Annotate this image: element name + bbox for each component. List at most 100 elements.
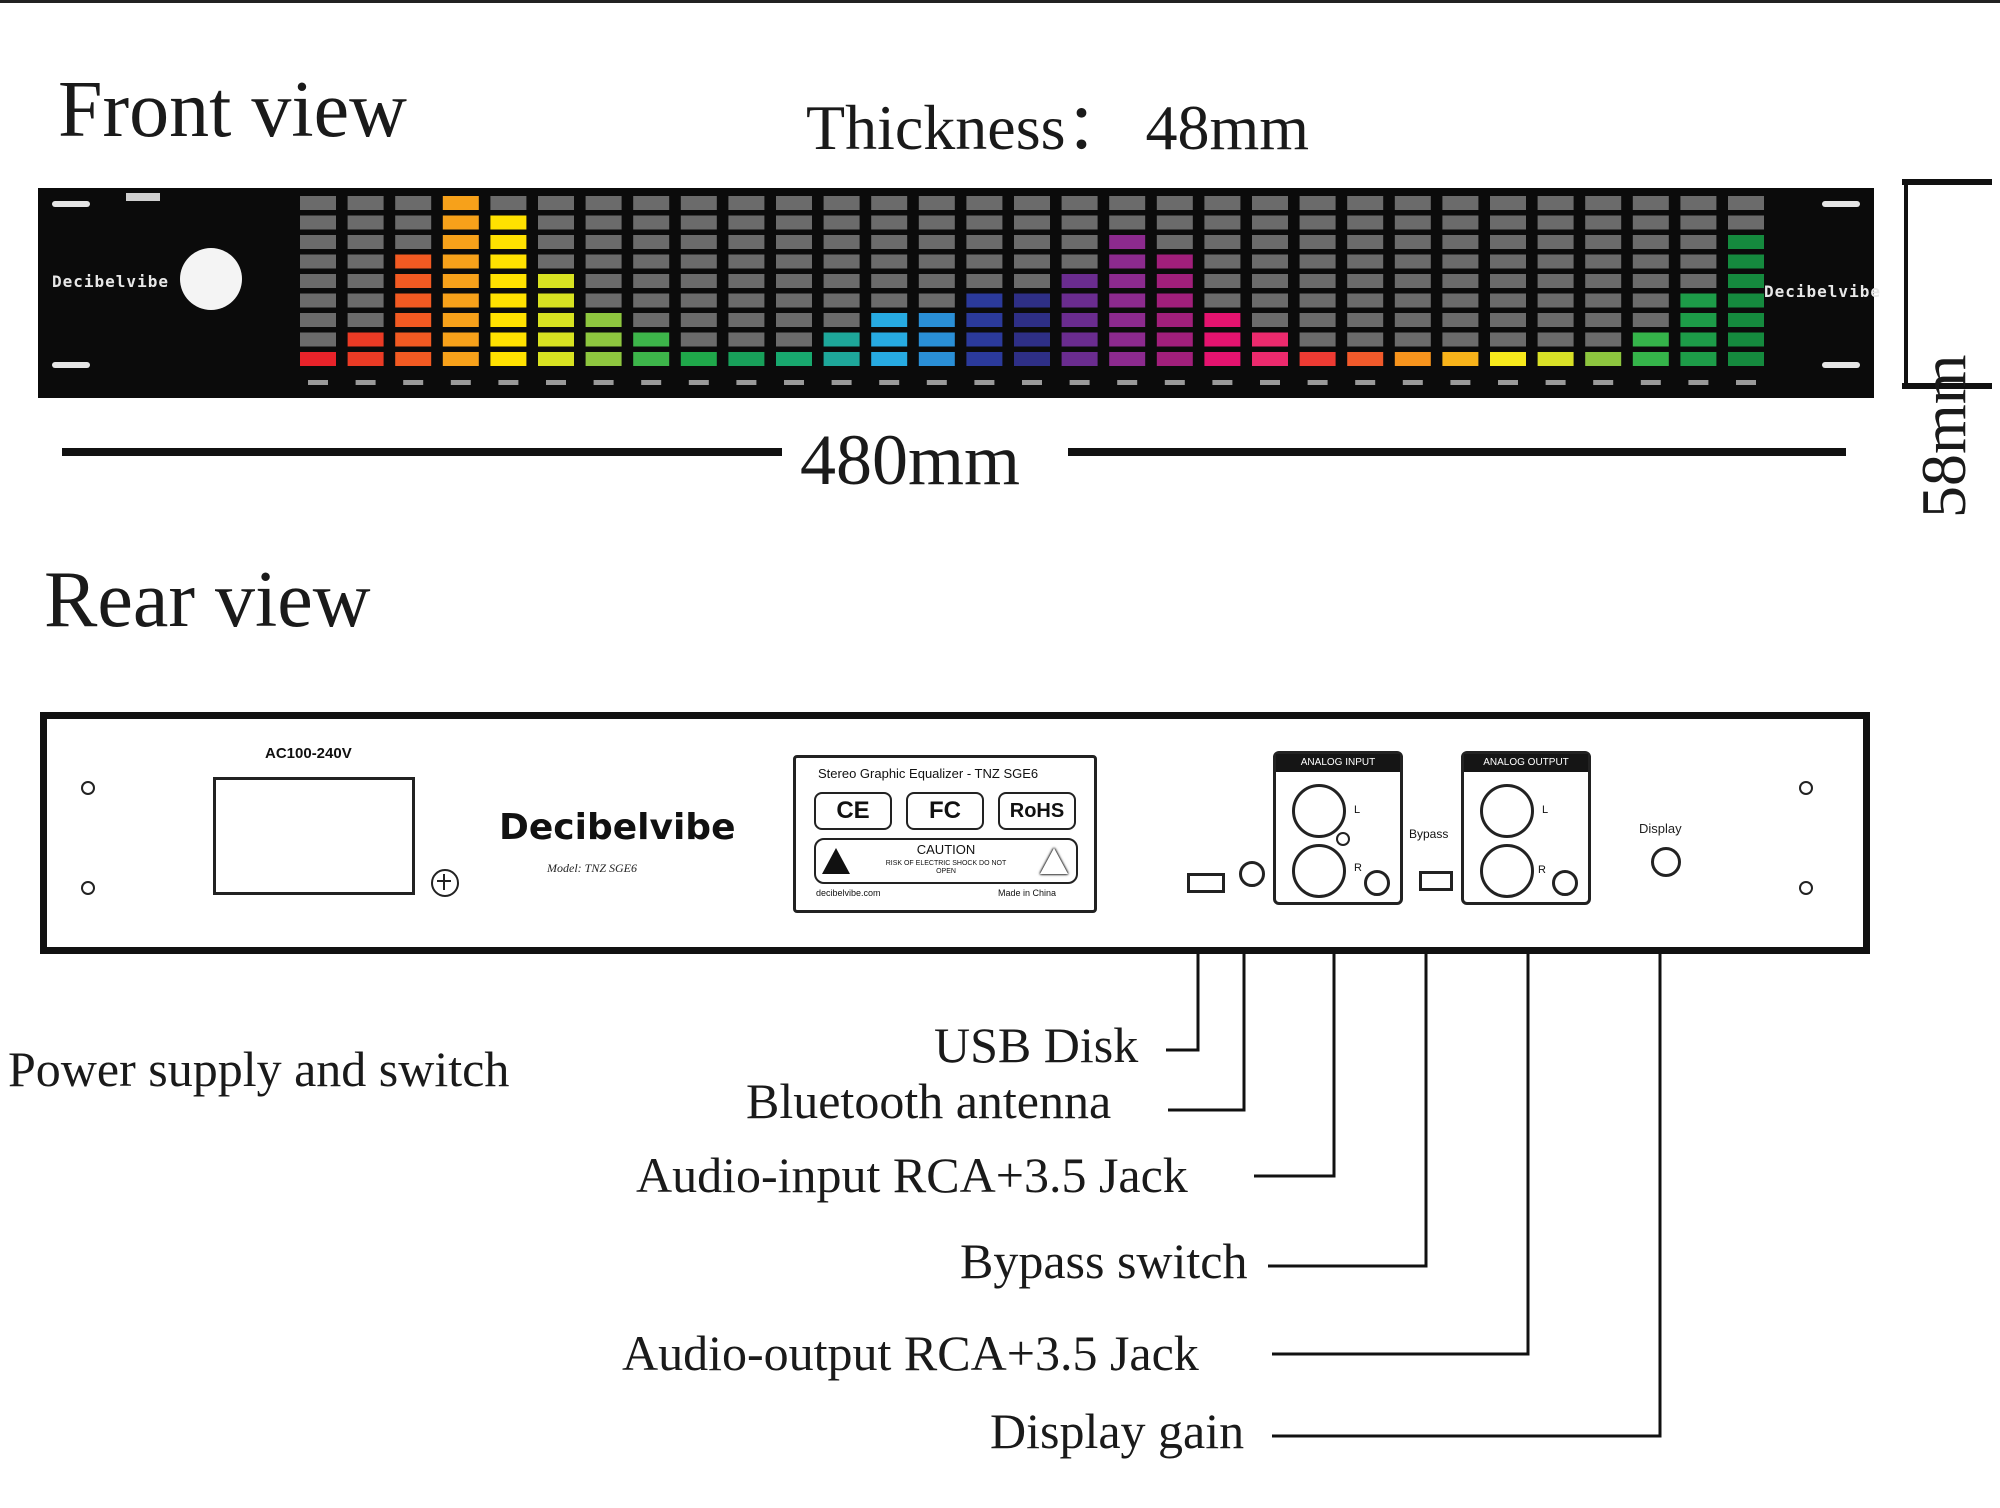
display-gain-knob[interactable] (1651, 847, 1681, 877)
eq-segment (728, 293, 765, 308)
eq-segment (1109, 196, 1146, 210)
eq-segment (776, 254, 812, 269)
eq-band-tick (1022, 380, 1042, 385)
eq-segment (1204, 293, 1241, 308)
leader-display (1272, 880, 1662, 1438)
eq-segment (1394, 196, 1431, 210)
eq-segment (918, 332, 955, 347)
eq-segment (871, 196, 908, 210)
ce-mark-icon: CE (814, 792, 892, 830)
eq-segment (680, 254, 717, 269)
eq-segment (871, 274, 908, 288)
eq-segment (1442, 235, 1479, 249)
eq-segment (1490, 215, 1526, 230)
eq-segment (1394, 313, 1431, 327)
eq-segment (1299, 196, 1336, 210)
eq-segment (1109, 293, 1146, 308)
eq-segment (1014, 196, 1050, 210)
eq-segment (1204, 196, 1241, 210)
eq-segment (1585, 293, 1622, 308)
eq-segment (823, 215, 860, 230)
rohs-mark-icon: RoHS (998, 792, 1076, 830)
eq-segment (680, 235, 717, 249)
eq-segment (1632, 293, 1669, 308)
thickness-label: Thickness： 48mm (806, 92, 1310, 163)
eq-segment (633, 274, 670, 288)
eq-segment (442, 313, 479, 327)
eq-segment (823, 332, 860, 347)
eq-segment (728, 313, 765, 327)
eq-segment (1728, 196, 1764, 210)
eq-segment (1585, 235, 1622, 249)
eq-segment (871, 352, 908, 366)
eq-segment (1442, 254, 1479, 269)
leader-bypass (1268, 884, 1428, 1268)
eq-segment (1347, 196, 1384, 210)
eq-segment (490, 215, 527, 230)
rca-output-right[interactable] (1480, 844, 1534, 898)
eq-segment (1537, 254, 1574, 269)
eq-segment (1728, 332, 1764, 347)
eq-band-tick (355, 380, 376, 385)
eq-segment (823, 352, 860, 366)
analog-input-label: ANALOG INPUT (1276, 754, 1400, 772)
eq-segment (633, 352, 670, 366)
usb-port[interactable] (1187, 873, 1225, 893)
eq-segment (490, 235, 527, 249)
eq-segment (1585, 215, 1622, 230)
eq-segment (1061, 293, 1098, 308)
eq-segment (347, 332, 384, 347)
eq-segment (538, 313, 574, 327)
eq-segment (1394, 293, 1431, 308)
eq-segment (1585, 332, 1622, 347)
eq-segment (1347, 293, 1384, 308)
eq-segment (1204, 352, 1241, 366)
output-left-channel-label: L (1542, 804, 1549, 816)
eq-segment (490, 332, 527, 347)
eq-segment (395, 254, 432, 269)
rca-input-left[interactable] (1292, 784, 1346, 838)
eq-segment (442, 254, 479, 269)
eq-segment (490, 352, 527, 366)
rca-input-right[interactable] (1292, 844, 1346, 898)
eq-segment (728, 196, 765, 210)
power-inlet-switch[interactable] (213, 777, 415, 895)
rca-output-left[interactable] (1480, 784, 1534, 838)
bypass-switch[interactable] (1419, 871, 1453, 891)
eq-segment (1490, 352, 1526, 366)
eq-segment (1061, 332, 1098, 347)
eq-segment (585, 274, 622, 288)
eq-segment (680, 293, 717, 308)
bluetooth-antenna-jack[interactable] (1239, 861, 1265, 887)
cert-site: decibelvibe.com (816, 888, 881, 898)
eq-segment (1252, 313, 1288, 327)
eq-segment (1014, 293, 1050, 308)
eq-band-tick (1117, 380, 1138, 385)
eq-band-tick (1450, 380, 1471, 385)
eq-band-tick (974, 380, 995, 385)
volume-knob[interactable] (180, 248, 242, 310)
aux-input-3-5-jack[interactable] (1364, 870, 1390, 896)
eq-segment (1680, 215, 1717, 230)
eq-segment (1537, 215, 1574, 230)
eq-segment (1109, 254, 1146, 269)
eq-segment (585, 196, 622, 210)
eq-segment (1680, 352, 1717, 366)
screw-top-left (81, 781, 95, 795)
eq-band-tick (688, 380, 709, 385)
eq-segment (1394, 235, 1431, 249)
warning-icon-right (1040, 848, 1068, 874)
eq-segment (300, 313, 336, 327)
aux-output-3-5-jack[interactable] (1552, 870, 1578, 896)
eq-segment (300, 254, 336, 269)
eq-segment (823, 196, 860, 210)
eq-segment (1585, 254, 1622, 269)
eq-segment (1204, 254, 1241, 269)
eq-segment (633, 332, 670, 347)
leader-audio-input (1254, 908, 1336, 1178)
eq-segment (538, 215, 574, 230)
eq-segment (1347, 215, 1384, 230)
eq-segment (347, 196, 384, 210)
eq-band-tick (1402, 380, 1423, 385)
eq-segment (1680, 313, 1717, 327)
